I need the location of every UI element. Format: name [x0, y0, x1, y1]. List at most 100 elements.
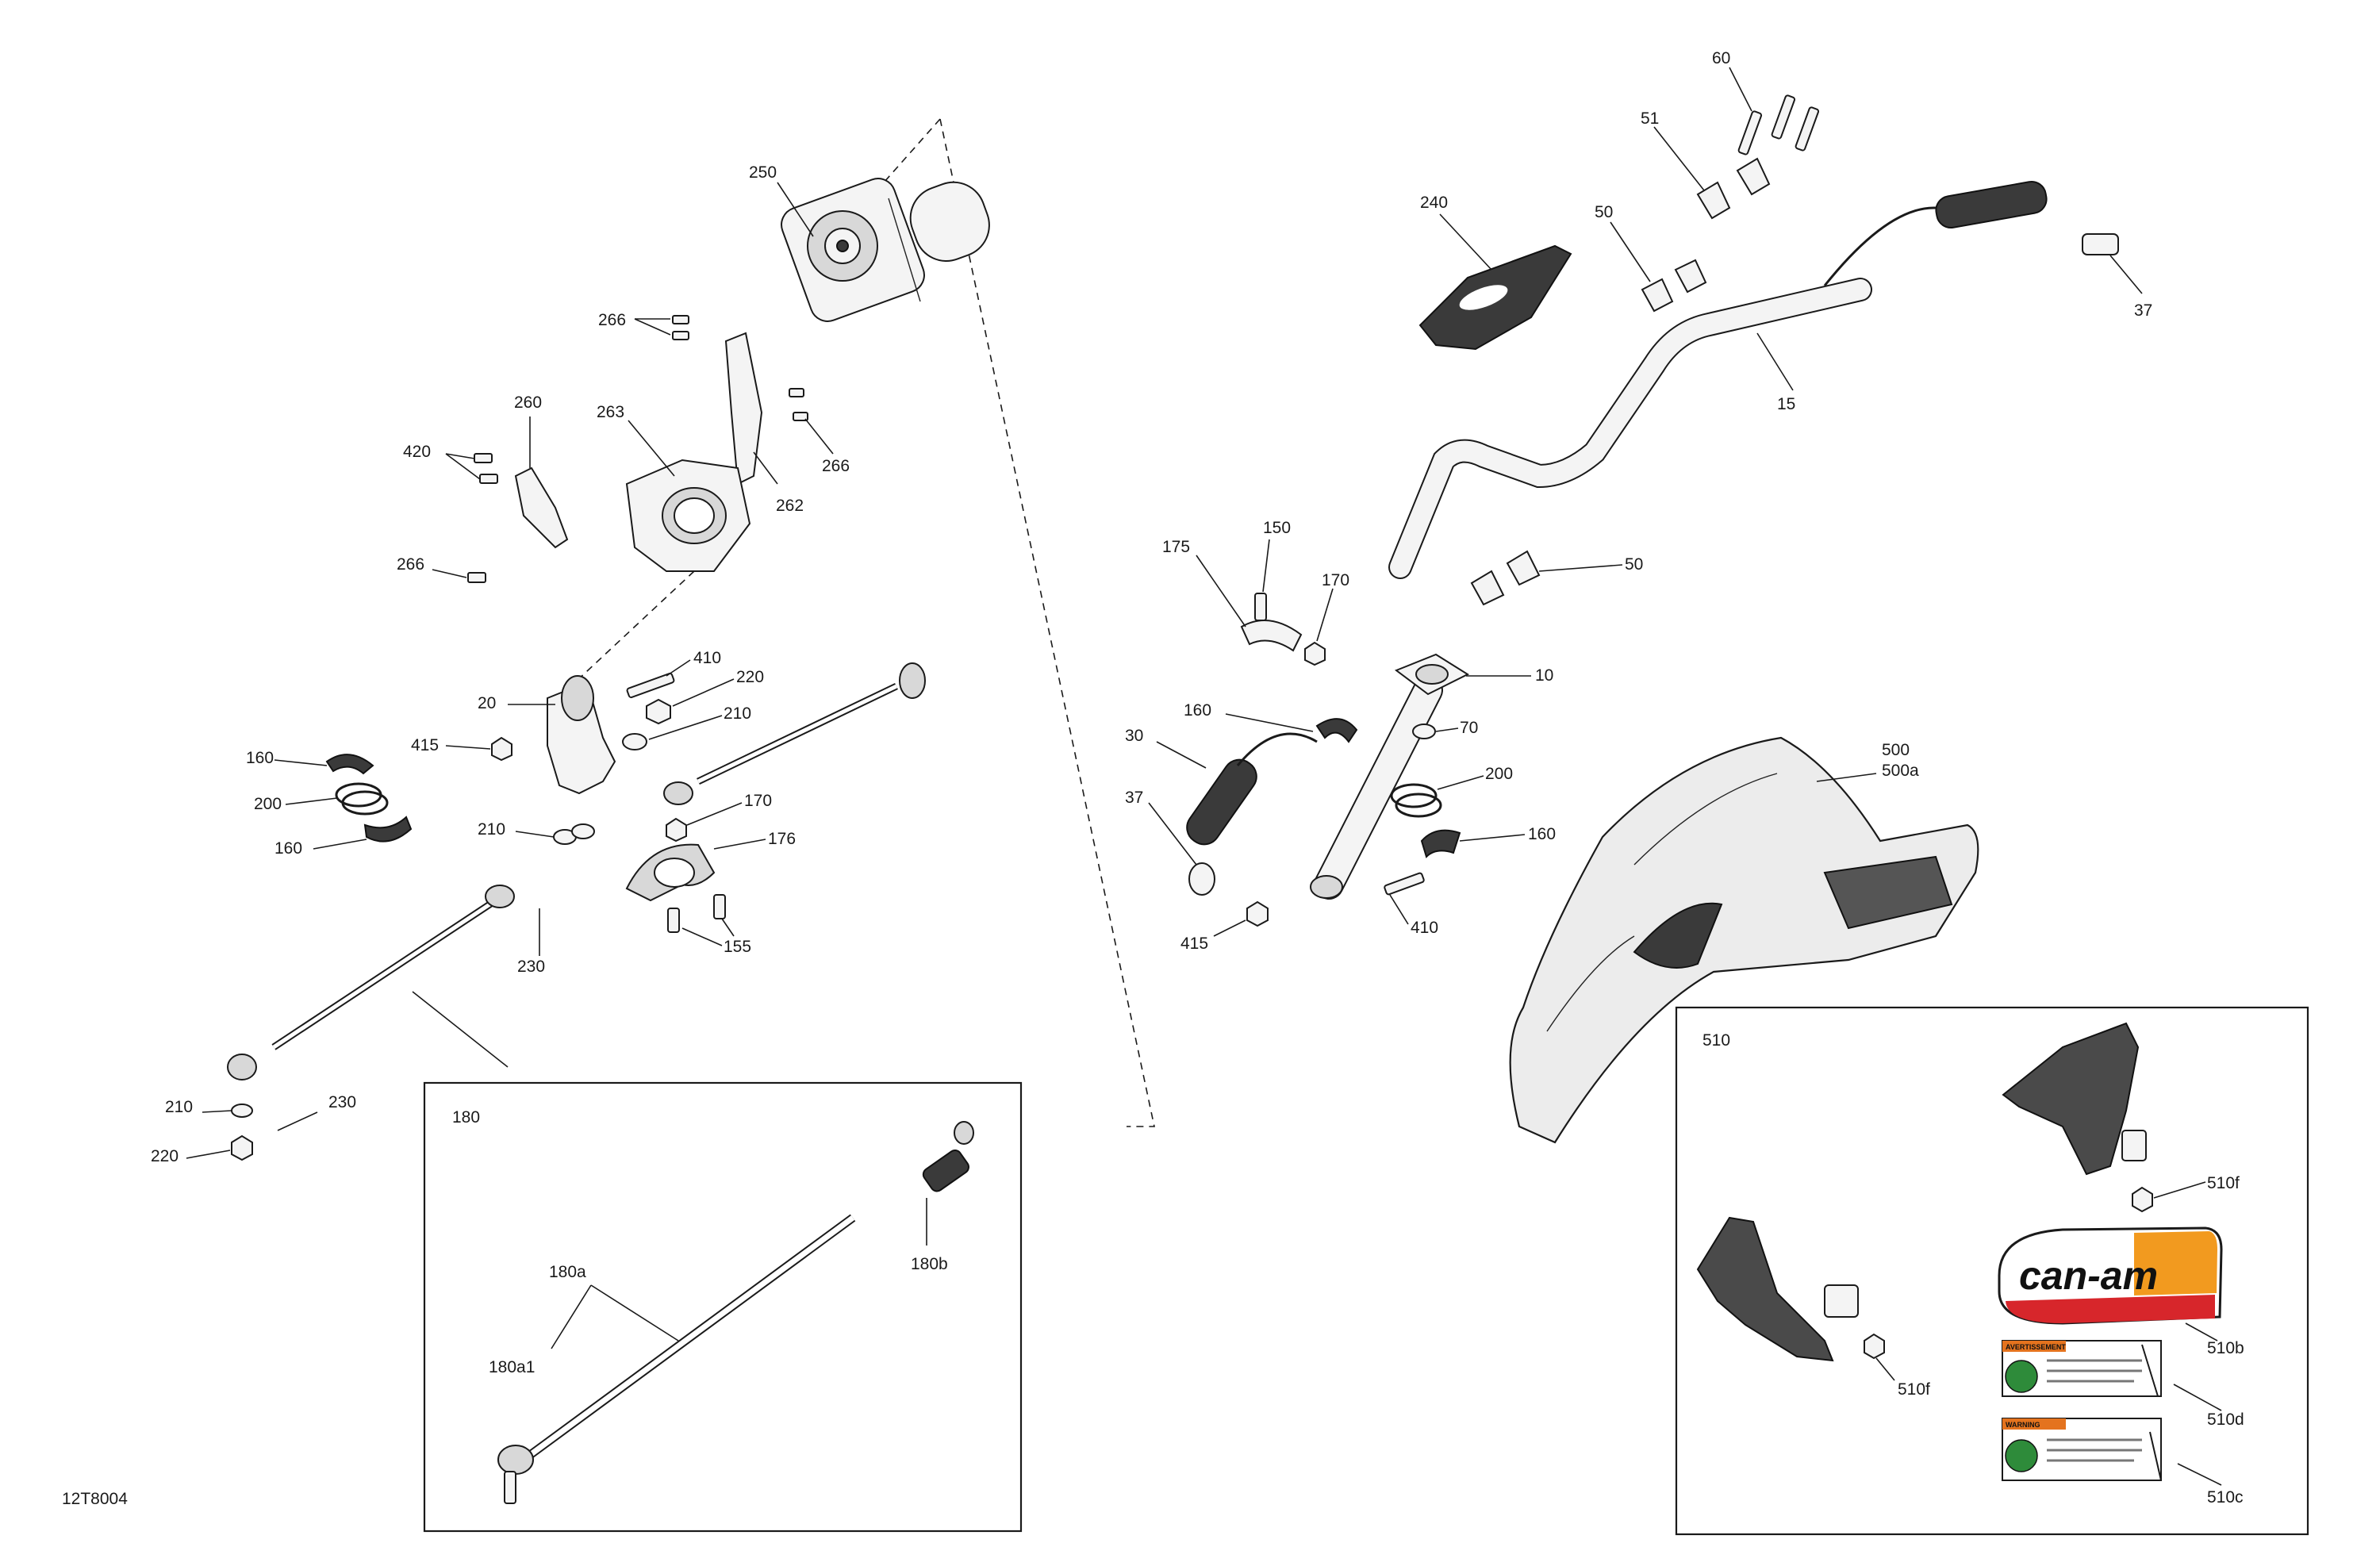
steering-arm-20 — [547, 675, 616, 795]
nut-220-bottom — [231, 1134, 253, 1161]
callout-230-bottom: 230 — [328, 1093, 356, 1111]
callout-510c: 510c — [2207, 1488, 2244, 1507]
decal-c-header: WARNING — [2006, 1421, 2040, 1429]
callout-510d: 510d — [2207, 1411, 2244, 1429]
callout-500a: 500a — [1882, 762, 1919, 780]
callout-155: 155 — [724, 938, 751, 956]
canam-logo-text: can-am — [2019, 1253, 2158, 1298]
tie-rod-assembly-180 — [497, 1121, 974, 1504]
clamp-160-right-top — [1315, 718, 1358, 743]
callout-210-top: 210 — [724, 704, 751, 723]
steering-column-10 — [1310, 653, 1470, 900]
callout-180b: 180b — [911, 1255, 948, 1273]
inset-box-510 — [1675, 1006, 2309, 1536]
callout-415-left: 415 — [411, 736, 439, 754]
callout-180a: 180a — [549, 1263, 586, 1281]
callout-500: 500 — [1882, 741, 1910, 759]
callout-160-right-bottom: 160 — [1528, 825, 1556, 843]
callout-50-bottom: 50 — [1625, 555, 1643, 574]
callout-420: 420 — [403, 443, 431, 461]
washer-210-middle — [553, 823, 595, 845]
steering-bracket-260 — [514, 466, 569, 549]
steering-plate-263 — [625, 459, 751, 572]
bolt-155 — [667, 894, 726, 933]
callout-266-right: 266 — [822, 457, 850, 475]
callout-230-middle: 230 — [517, 958, 545, 976]
callout-160-left-top: 160 — [246, 749, 274, 767]
callout-60: 60 — [1712, 49, 1730, 67]
upper-clamp-51 — [1696, 157, 1771, 220]
bracket-176 — [625, 843, 716, 902]
callout-50-top: 50 — [1595, 203, 1613, 221]
callout-266-left: 266 — [397, 555, 424, 574]
callout-37-left: 37 — [1125, 789, 1143, 807]
callout-266-top: 266 — [598, 311, 626, 329]
lower-clamp-50-bottom — [1470, 550, 1541, 606]
washer-210 — [622, 733, 647, 750]
callout-70: 70 — [1460, 719, 1478, 737]
bolt-410 — [626, 672, 675, 699]
callout-510f-bottom: 510f — [1898, 1380, 1930, 1399]
assembly-link-dashed — [939, 118, 1155, 1127]
nut-510f-top — [2132, 1186, 2153, 1213]
support-bracket-top — [2002, 1022, 2147, 1176]
callout-10: 10 — [1535, 666, 1553, 685]
heated-grip-right — [1823, 181, 2048, 286]
lower-clamp-50-top — [1641, 259, 1707, 313]
callout-262: 262 — [776, 497, 804, 515]
warning-decal-510d: AVERTISSEMENT — [2002, 1340, 2162, 1397]
callout-15: 15 — [1777, 395, 1795, 413]
inset-510-title: 510 — [1702, 1031, 1730, 1050]
callout-150: 150 — [1263, 519, 1291, 537]
decal-d-header: AVERTISSEMENT — [2006, 1343, 2066, 1351]
callout-510b: 510b — [2207, 1339, 2244, 1357]
diagram-code: 12T8004 — [62, 1490, 128, 1508]
callout-170-left: 170 — [744, 792, 772, 810]
callout-176: 176 — [768, 830, 796, 848]
callout-263: 263 — [597, 403, 624, 421]
handlebar-15 — [1388, 278, 1872, 579]
callout-30: 30 — [1125, 727, 1143, 745]
callout-410-right: 410 — [1411, 919, 1438, 937]
callout-240: 240 — [1420, 194, 1448, 212]
tie-rod-right — [663, 662, 926, 805]
nut-170 — [666, 817, 687, 843]
bolt-410-right — [1384, 872, 1425, 896]
bolt-150 — [1254, 593, 1267, 621]
nut-415-right — [1246, 900, 1269, 927]
callout-510f-top: 510f — [2207, 1174, 2240, 1192]
spring-200-right — [1390, 783, 1442, 818]
callout-160-left-bottom: 160 — [274, 839, 302, 858]
canam-logo-decal: can-am — [1998, 1226, 2223, 1325]
callout-220-top: 220 — [736, 668, 764, 686]
inset-box-180 — [423, 1081, 1023, 1533]
nut-415 — [491, 736, 512, 762]
callout-210-middle: 210 — [478, 820, 505, 839]
tie-rod-left — [227, 885, 515, 1080]
callout-200-right: 200 — [1485, 765, 1513, 783]
callout-210-bottom: 210 — [165, 1098, 193, 1116]
nut-510f-bottom — [1864, 1333, 1885, 1360]
clamp-160-left-top — [325, 754, 374, 775]
heated-grip-left — [1186, 732, 1318, 846]
clamp-160-right-bottom — [1420, 829, 1461, 858]
callout-220-bottom: 220 — [151, 1147, 178, 1165]
spring-200-left — [335, 782, 389, 816]
callout-410-left: 410 — [693, 649, 721, 667]
callout-160-right-top: 160 — [1184, 701, 1211, 720]
bolt-420 — [474, 453, 498, 484]
handlebar-pad-240 — [1418, 244, 1572, 351]
callout-180a1: 180a1 — [489, 1358, 535, 1376]
nut-220 — [646, 698, 671, 725]
bolts-60 — [1737, 94, 1820, 155]
column-clamp-175 — [1240, 620, 1303, 652]
windshield-500 — [1509, 736, 1979, 1144]
power-steering-unit — [781, 178, 990, 322]
callout-250: 250 — [749, 163, 777, 182]
nut-170-right — [1304, 641, 1326, 666]
callout-170-right: 170 — [1322, 571, 1349, 589]
callout-37-right: 37 — [2134, 301, 2152, 320]
callout-175: 175 — [1162, 538, 1190, 556]
clamp-160-left-bottom — [363, 816, 413, 843]
